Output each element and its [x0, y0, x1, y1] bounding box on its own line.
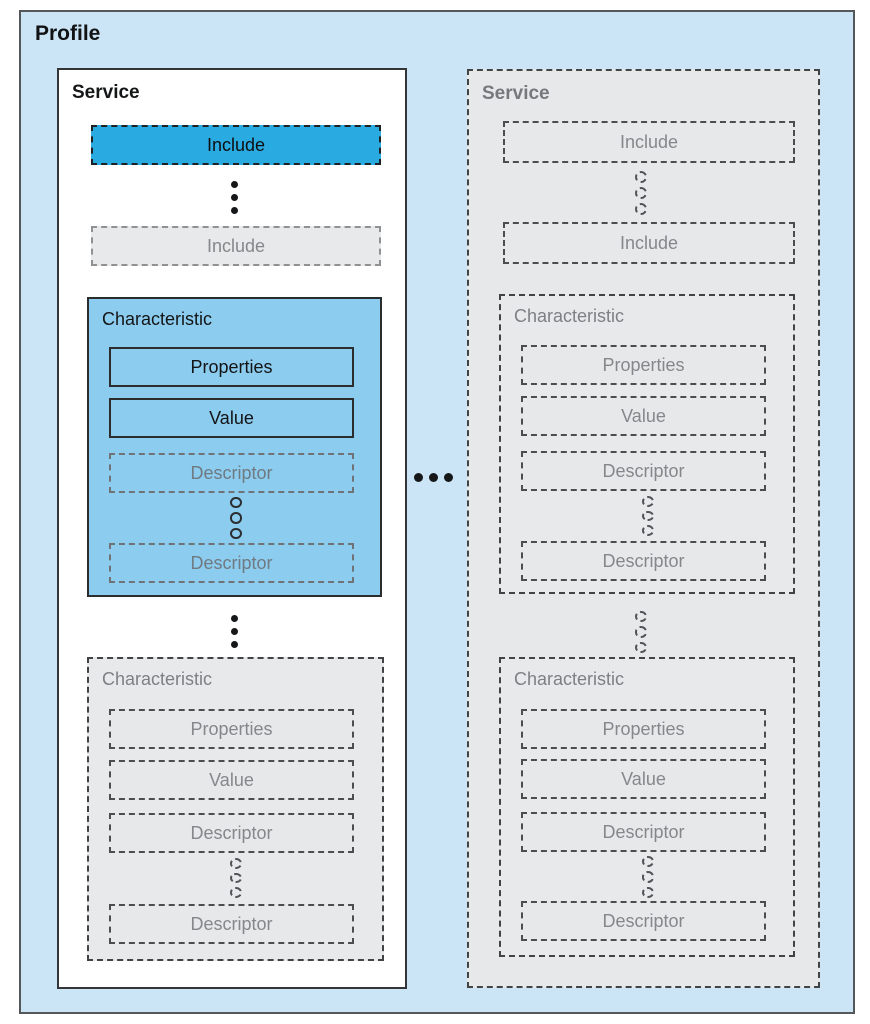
vertical-ellipsis-dashed-circles-icon: [616, 611, 666, 653]
service-left-title: Service: [72, 82, 140, 103]
dot: [230, 193, 238, 201]
descriptor-box: Descriptor: [521, 451, 766, 491]
dashed-circle-dot: [635, 171, 647, 183]
vertical-ellipsis-dashed-circles-icon: [623, 496, 673, 537]
characteristic-more: Characteristic Properties Value Descript…: [87, 657, 384, 961]
characteristic-last: Characteristic Properties Value Descript…: [499, 657, 795, 957]
value-box: Value: [109, 398, 354, 438]
characteristic-title: Characteristic: [102, 309, 213, 329]
include-box-active: Include: [91, 125, 381, 165]
dot: [230, 640, 238, 648]
dashed-circle-dot: [642, 510, 654, 522]
dashed-circle-dot: [642, 886, 654, 898]
dashed-circle-dot: [642, 525, 654, 537]
vertical-ellipsis-filled-icon: [209, 172, 259, 222]
dashed-circle-dot: [635, 203, 647, 215]
profile-title: Profile: [35, 22, 101, 45]
descriptor-box: Descriptor: [521, 812, 766, 852]
dashed-circle-dot: [642, 856, 654, 868]
properties-box: Properties: [109, 347, 354, 387]
dot: [230, 614, 238, 622]
descriptor-box: Descriptor: [521, 541, 766, 581]
dot: [414, 472, 423, 482]
horizontal-ellipsis-icon: [414, 471, 460, 483]
value-box: Value: [521, 759, 766, 799]
properties-box: Properties: [109, 709, 354, 749]
service-left: Service Include Include Characteristic P…: [57, 68, 407, 989]
characteristic-active: Characteristic Properties Value Descript…: [87, 297, 382, 597]
value-box: Value: [521, 396, 766, 436]
characteristic-title: Characteristic: [514, 669, 625, 689]
properties-box: Properties: [521, 709, 766, 749]
dot: [230, 180, 238, 188]
dashed-circle-dot: [635, 611, 647, 623]
dot: [444, 472, 453, 482]
descriptor-box: Descriptor: [109, 543, 354, 583]
dot: [230, 206, 238, 214]
dashed-circle-dot: [230, 887, 242, 899]
dashed-circle-dot: [635, 187, 647, 199]
profile-container: Profile Service Include Include Characte…: [19, 10, 855, 1014]
dashed-circle-dot: [642, 496, 654, 507]
service-right: Service Include Include Characteristic P…: [467, 69, 820, 988]
dashed-circle-dot: [642, 871, 654, 883]
service-right-title: Service: [482, 83, 550, 104]
dashed-circle-dot: [635, 626, 647, 638]
descriptor-box: Descriptor: [109, 904, 354, 944]
vertical-ellipsis-dashed-circles-icon: [623, 856, 673, 898]
include-box: Include: [503, 222, 795, 264]
circle-dot: [230, 512, 242, 524]
descriptor-box: Descriptor: [109, 813, 354, 853]
circle-dot: [230, 527, 242, 539]
dot: [429, 472, 438, 482]
characteristic-first: Characteristic Properties Value Descript…: [499, 294, 795, 594]
characteristic-title: Characteristic: [102, 669, 213, 689]
properties-box: Properties: [521, 345, 766, 385]
vertical-ellipsis-dashed-circles-icon: [616, 171, 666, 215]
dashed-circle-dot: [230, 872, 242, 884]
descriptor-box: Descriptor: [109, 453, 354, 493]
characteristic-title: Characteristic: [514, 306, 625, 326]
value-box: Value: [109, 760, 354, 800]
circle-dot: [230, 497, 242, 509]
dashed-circle-dot: [230, 858, 242, 869]
include-box: Include: [503, 121, 795, 163]
include-box-more: Include: [91, 226, 381, 266]
vertical-ellipsis-filled-icon: [209, 608, 259, 654]
dot: [230, 627, 238, 635]
descriptor-box: Descriptor: [521, 901, 766, 941]
vertical-ellipsis-circles-icon: [211, 497, 261, 539]
dashed-circle-dot: [635, 641, 647, 653]
vertical-ellipsis-dashed-circles-icon: [211, 858, 261, 899]
